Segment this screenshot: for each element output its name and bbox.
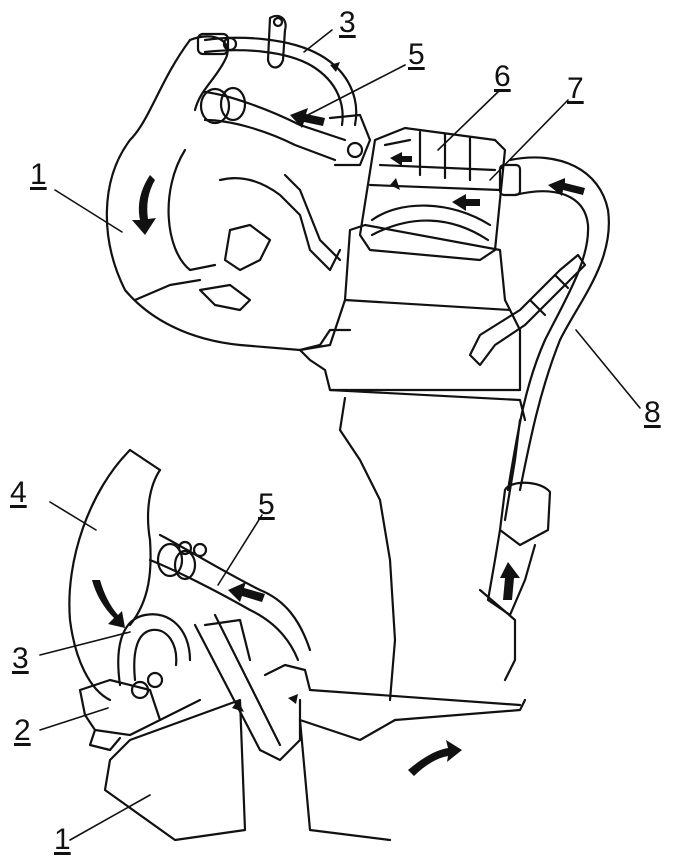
lower-valve xyxy=(78,671,202,752)
leader-bottom-4 xyxy=(49,501,97,531)
arrow-icon xyxy=(232,700,244,712)
leader-top-6 xyxy=(437,89,501,151)
meter-body xyxy=(298,223,527,702)
leader-top-8 xyxy=(575,329,641,409)
sensor-rod xyxy=(468,253,587,367)
lower-connector xyxy=(478,481,552,682)
arrow-icon xyxy=(500,562,520,600)
upper-pipe xyxy=(199,86,372,167)
callout-bottom-4: 4 xyxy=(10,476,27,509)
callout-top-7: 7 xyxy=(567,72,584,105)
callout-top-8: 8 xyxy=(644,396,661,429)
filter-housing xyxy=(358,126,507,262)
callout-bottom-5: 5 xyxy=(258,488,275,521)
curved-arrow-icon xyxy=(408,740,462,776)
callout-bottom-1: 1 xyxy=(54,823,71,856)
leader-lines xyxy=(39,29,641,841)
leader-bottom-2 xyxy=(39,707,109,731)
lower-body xyxy=(103,663,527,842)
arrow-icon xyxy=(452,194,480,211)
arrow-icon xyxy=(548,178,585,196)
arrow-icon xyxy=(330,62,340,72)
callout-top-6: 6 xyxy=(494,60,511,93)
leader-top-7 xyxy=(489,99,569,181)
arrow-icon xyxy=(228,582,265,602)
callout-bottom-3: 3 xyxy=(12,642,29,675)
curved-arrow-icon xyxy=(132,175,156,235)
callout-top-3: 3 xyxy=(339,6,356,39)
lower-intake-duct xyxy=(68,448,162,702)
arrow-icon xyxy=(288,694,298,704)
leader-bottom-1 xyxy=(69,794,151,841)
leader-bottom-5 xyxy=(217,514,263,586)
leader-top-5 xyxy=(301,64,406,119)
leader-bottom-3 xyxy=(39,631,131,656)
arrow-icon xyxy=(290,108,325,128)
leader-top-3 xyxy=(303,29,333,53)
right-hose xyxy=(498,156,610,492)
callout-bottom-2: 2 xyxy=(14,714,31,747)
arrow-icon xyxy=(390,178,400,190)
leader-top-1 xyxy=(54,189,123,233)
callout-top-5: 5 xyxy=(408,38,425,71)
arrow-icon xyxy=(390,152,412,166)
upper-hose xyxy=(196,14,358,127)
curved-arrow-icon xyxy=(92,580,125,628)
callout-top-1: 1 xyxy=(30,158,47,191)
lower-pipe xyxy=(148,533,312,662)
flow-arrows xyxy=(92,62,585,776)
upper-intake-duct xyxy=(105,35,352,352)
lower-hose-loop xyxy=(117,613,192,687)
